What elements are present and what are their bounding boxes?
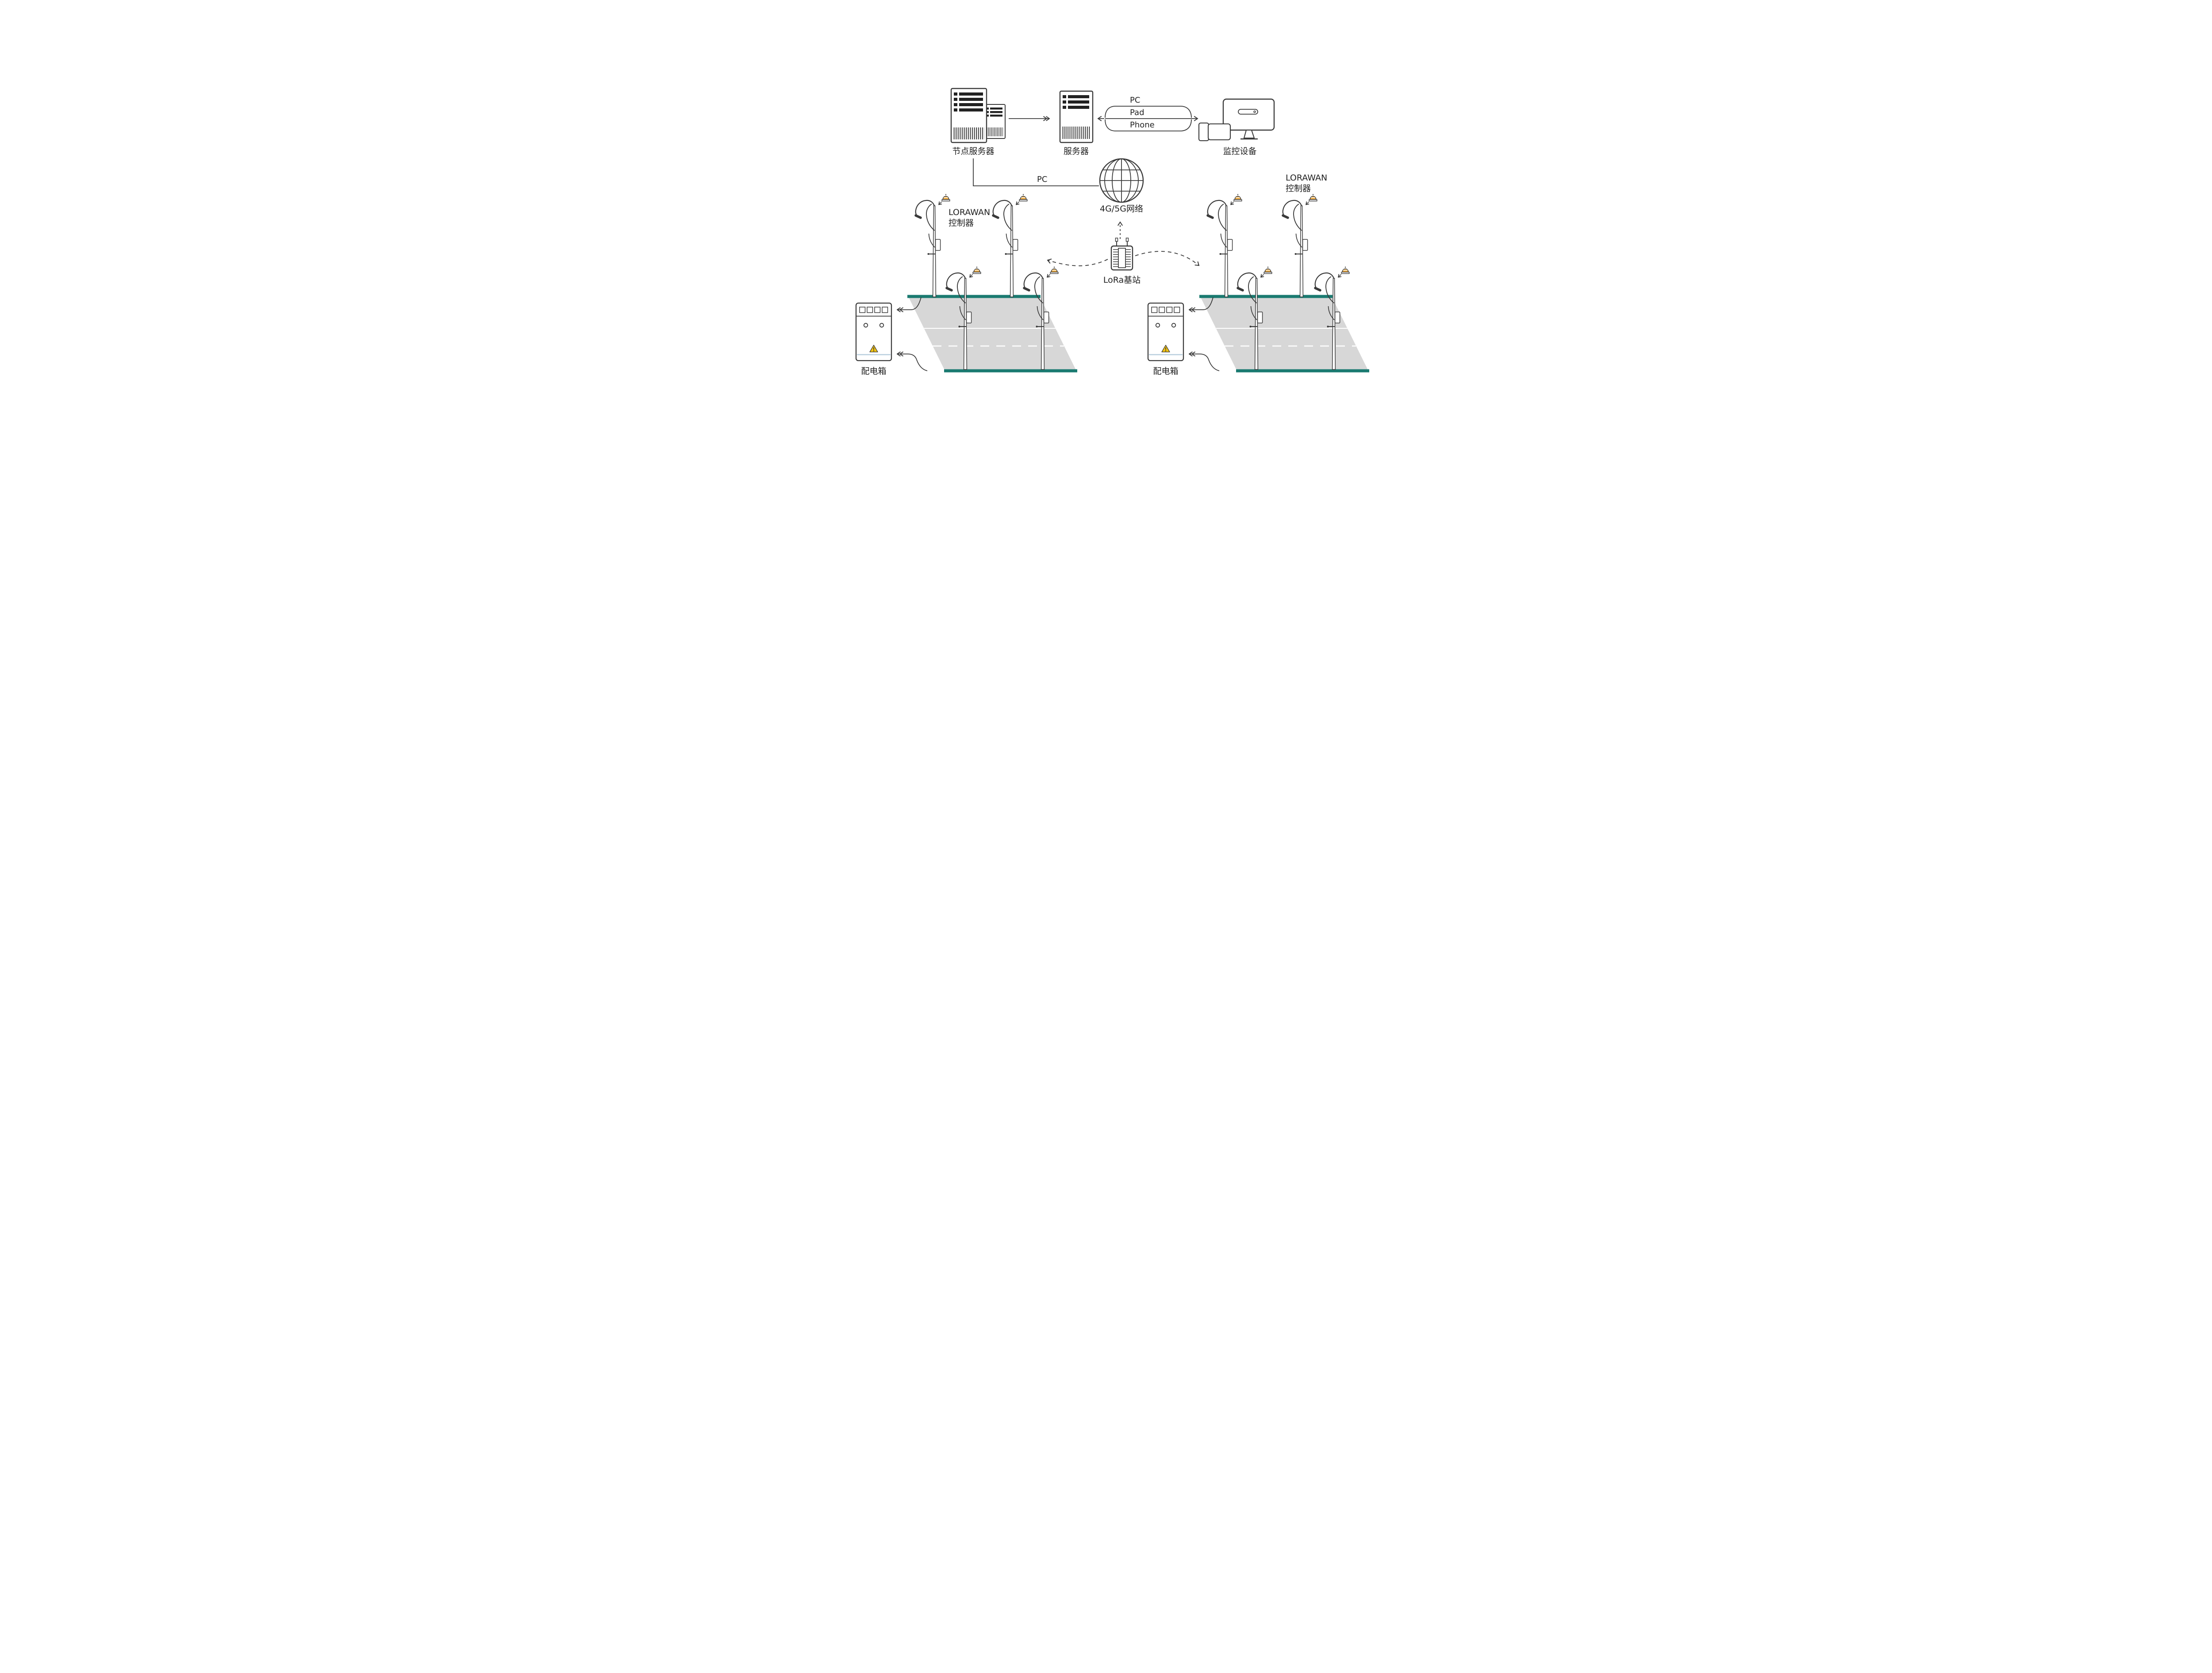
alarm-beacon-icon bbox=[1338, 267, 1349, 277]
node-server-main-tower bbox=[950, 88, 987, 143]
globe-icon bbox=[1099, 158, 1144, 203]
lorawan-controller-line2: 控制器 bbox=[1286, 184, 1311, 194]
road-right bbox=[1199, 295, 1369, 373]
lora-gateway-icon bbox=[1110, 238, 1133, 271]
distribution-cabinet-left bbox=[855, 302, 892, 362]
distribution-box-label-right: 配电箱 bbox=[1153, 366, 1179, 376]
cabinet-link-top-left bbox=[897, 297, 922, 310]
client-bracket-lines bbox=[1098, 106, 1198, 131]
tablet-icon bbox=[1207, 123, 1231, 141]
pc-link-line bbox=[973, 158, 1099, 186]
alarm-beacon-icon bbox=[1261, 267, 1272, 277]
lora-station-label: LoRa基站 bbox=[1103, 275, 1141, 285]
node-server-icon bbox=[950, 88, 1006, 143]
distribution-cabinet-right bbox=[1147, 302, 1184, 362]
street-lamp bbox=[916, 200, 941, 297]
diagram-canvas bbox=[855, 88, 1369, 373]
lora-link-right bbox=[1135, 251, 1199, 265]
server-icon bbox=[1059, 90, 1094, 143]
server-label: 服务器 bbox=[1063, 146, 1089, 156]
lorawan-controller-label-left: LORAWAN 控制器 bbox=[949, 207, 990, 229]
street-lamp bbox=[993, 200, 1018, 297]
pc-line-label: PC bbox=[1130, 96, 1141, 105]
lorawan-controller-label-right: LORAWAN 控制器 bbox=[1286, 173, 1327, 194]
system-architecture-diagram: 节点服务器 服务器 监控设备 PC Pad Phone PC 4G/5G网络 L… bbox=[761, 0, 1451, 460]
alarm-beacon-icon bbox=[970, 267, 981, 277]
lorawan-controller-line1: LORAWAN bbox=[949, 208, 991, 217]
monitor-icon bbox=[1198, 98, 1275, 142]
pad-line-label: Pad bbox=[1130, 108, 1144, 117]
alarm-beacon-icon bbox=[1306, 194, 1317, 205]
cabinet-link-bottom-left bbox=[897, 354, 928, 371]
lora-antenna-left bbox=[1115, 238, 1118, 242]
lorawan-controller-line1: LORAWAN bbox=[1286, 173, 1328, 183]
network-4g5g-label: 4G/5G网络 bbox=[1099, 204, 1144, 214]
alarm-beacon-icon bbox=[1047, 267, 1058, 277]
lora-antenna-right bbox=[1125, 238, 1129, 242]
pc-link-label: PC bbox=[1037, 175, 1048, 184]
monitor-label: 监控设备 bbox=[1223, 146, 1257, 156]
street-lamp bbox=[1208, 200, 1233, 297]
monitor-slot bbox=[1238, 109, 1258, 115]
cabinet-link-top-right bbox=[1189, 297, 1214, 310]
alarm-beacon-icon bbox=[1016, 194, 1027, 205]
node-server-secondary-tower bbox=[984, 104, 1006, 139]
road-left bbox=[907, 295, 1077, 373]
alarm-beacon-icon bbox=[1231, 194, 1242, 205]
monitor-stand bbox=[1243, 130, 1255, 138]
lora-link-left bbox=[1048, 259, 1108, 266]
node-server-label: 节点服务器 bbox=[952, 146, 995, 156]
street-lamp bbox=[1283, 200, 1308, 297]
phone-line-label: Phone bbox=[1130, 120, 1155, 130]
alarm-beacon-icon bbox=[939, 194, 950, 205]
phone-icon bbox=[1198, 122, 1210, 142]
cabinet-link-bottom-right bbox=[1189, 354, 1220, 371]
distribution-box-label-left: 配电箱 bbox=[861, 366, 887, 376]
lorawan-controller-line2: 控制器 bbox=[949, 218, 974, 228]
